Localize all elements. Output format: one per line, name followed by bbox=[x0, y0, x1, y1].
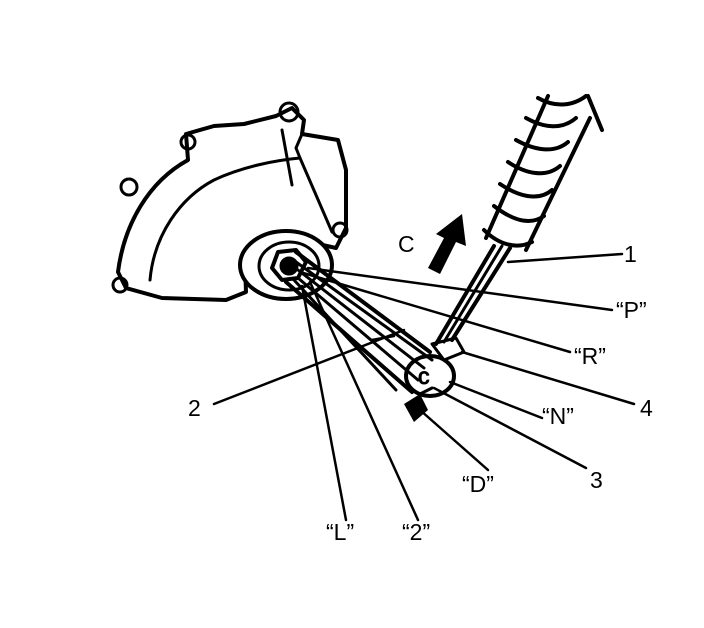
mounting-holes bbox=[111, 101, 349, 294]
callout-2-label: 2 bbox=[188, 395, 201, 421]
position-p-label: “P” bbox=[616, 297, 647, 323]
callout-4-label: 4 bbox=[640, 395, 653, 421]
shift-lever: c bbox=[284, 250, 456, 398]
position-l-label: “L” bbox=[326, 519, 354, 545]
svg-text:c: c bbox=[418, 363, 430, 389]
cable-boot bbox=[482, 94, 604, 252]
position-2-label: “2” bbox=[402, 519, 430, 545]
position-d-label: “D” bbox=[462, 471, 494, 497]
position-n-label: “N” bbox=[542, 403, 574, 429]
leader-lines bbox=[212, 252, 636, 522]
adjuster-screw bbox=[404, 386, 434, 422]
callout-3-label: 3 bbox=[590, 467, 603, 493]
position-r-label: “R” bbox=[574, 343, 606, 369]
callout-1-label: 1 bbox=[624, 241, 637, 267]
shift-cable-rod bbox=[434, 244, 512, 346]
direction-label: C bbox=[398, 231, 415, 257]
shift-shaft-boss bbox=[238, 229, 334, 301]
direction-arrow bbox=[428, 214, 466, 274]
